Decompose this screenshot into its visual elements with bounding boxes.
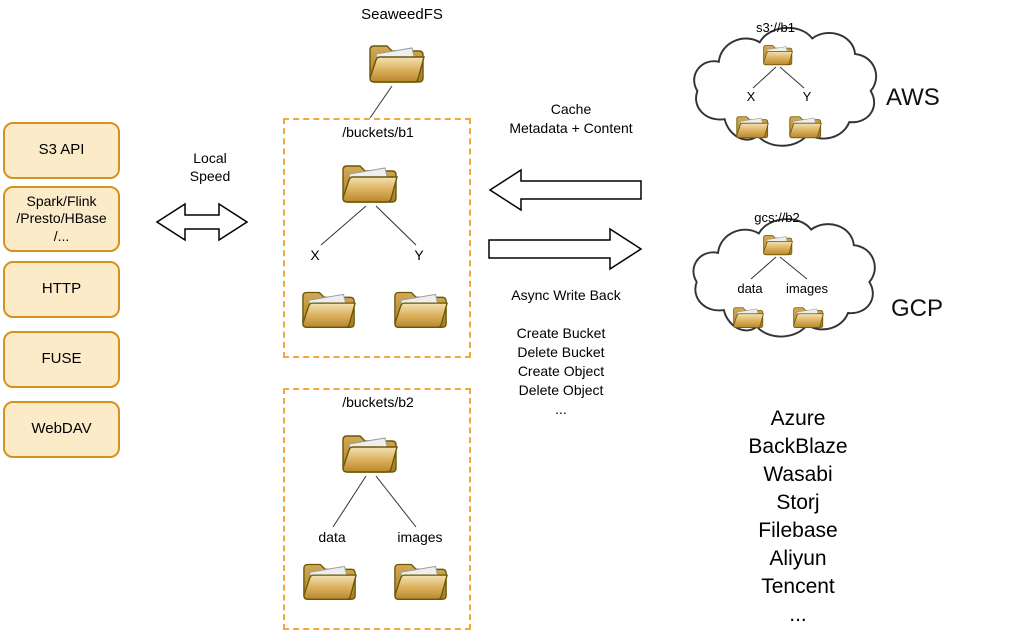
connector-gcp-data	[750, 256, 777, 280]
aws-child2-label: Y	[802, 89, 812, 104]
gcp-cloud-title: gcs://b2	[754, 210, 800, 225]
cache-left-arrow	[488, 168, 642, 212]
gcp-child2-folder-icon	[793, 307, 824, 328]
bucket-b1-child1-label: X	[310, 247, 320, 263]
provider-item: Aliyun	[769, 547, 827, 570]
api-box-http-label: HTTP	[41, 280, 82, 298]
connector-aws-x	[752, 66, 777, 89]
bucket-b2-title: /buckets/b2	[342, 394, 414, 410]
gcp-child1-label: data	[737, 281, 763, 296]
seaweedfs-folder-icon	[369, 45, 425, 83]
bucket-b2-child1-label: data	[318, 529, 346, 545]
connector-aws-y	[779, 66, 805, 89]
api-box-webdav-label: WebDAV	[31, 420, 92, 438]
gcp-label: GCP	[891, 295, 944, 322]
api-box-s3: S3 API	[3, 122, 120, 179]
provider-item: Tencent	[761, 575, 835, 598]
api-box-spark-line2: /Presto/HBase	[16, 210, 107, 227]
cache-label-line1: Cache	[550, 101, 592, 117]
api-box-spark-line3: /...	[53, 227, 70, 244]
api-box-webdav: WebDAV	[3, 401, 120, 458]
aws-root-folder-icon	[763, 45, 793, 66]
api-box-s3-label: S3 API	[38, 141, 85, 159]
provider-item: Filebase	[758, 519, 838, 542]
bucket-b1-child1-folder-icon	[302, 291, 356, 328]
aws-label: AWS	[886, 84, 940, 111]
bucket-b2-box	[283, 388, 471, 630]
seaweedfs-title: SeaweedFS	[361, 6, 443, 23]
aws-child1-folder-icon	[736, 116, 769, 139]
bucket-b1-child2-folder-icon	[394, 291, 448, 328]
operations-list: Create Bucket Delete Bucket Create Objec…	[480, 324, 642, 419]
local-speed-double-arrow	[155, 202, 249, 242]
bucket-b1-title: /buckets/b1	[342, 124, 414, 140]
provider-item: Storj	[776, 491, 820, 514]
provider-item: Wasabi	[763, 463, 833, 486]
aws-child1-label: X	[746, 89, 756, 104]
gcp-root-folder-icon	[763, 235, 793, 256]
bucket-b2-child2-label: images	[397, 529, 443, 545]
bucket-b2-folder-icon	[342, 435, 398, 473]
async-write-back-label: Async Write Back	[511, 287, 621, 303]
operation-item: Create Bucket	[516, 325, 606, 341]
cache-label: Cache Metadata + Content	[486, 100, 656, 138]
bucket-b2-child1-folder-icon	[303, 563, 357, 600]
bucket-b1-child2-label: Y	[414, 247, 424, 263]
gcp-child2-label: images	[786, 281, 828, 296]
providers-list: Azure BackBlaze Wasabi Storj Filebase Al…	[703, 405, 893, 629]
local-speed-line2: Speed	[189, 167, 231, 184]
aws-child2-folder-icon	[789, 116, 822, 139]
gcp-child1-folder-icon	[733, 307, 764, 328]
connector-gcp-images	[779, 256, 808, 280]
local-speed-line1: Local	[193, 150, 227, 166]
bucket-b2-child2-folder-icon	[394, 563, 448, 600]
operation-item: ...	[555, 401, 567, 417]
aws-cloud-title: s3://b1	[755, 20, 796, 35]
cache-label-line2: Metadata + Content	[509, 120, 633, 136]
provider-item: BackBlaze	[748, 435, 848, 458]
api-box-fuse: FUSE	[3, 331, 120, 388]
provider-item: ...	[789, 603, 807, 626]
provider-item: Azure	[770, 407, 826, 430]
operation-item: Delete Object	[518, 382, 604, 398]
async-right-arrow	[488, 227, 643, 271]
bucket-b1-folder-icon	[342, 165, 398, 203]
operation-item: Create Object	[517, 363, 605, 379]
connector-seaweedfs-b1	[369, 85, 393, 119]
local-speed-label: Local Speed	[174, 150, 246, 185]
api-box-fuse-label: FUSE	[41, 350, 82, 368]
api-box-spark-line1: Spark/Flink	[26, 193, 97, 210]
operation-item: Delete Bucket	[517, 344, 605, 360]
bucket-b1-box	[283, 118, 471, 358]
api-box-spark: Spark/Flink /Presto/HBase /...	[3, 186, 120, 252]
api-box-http: HTTP	[3, 261, 120, 318]
